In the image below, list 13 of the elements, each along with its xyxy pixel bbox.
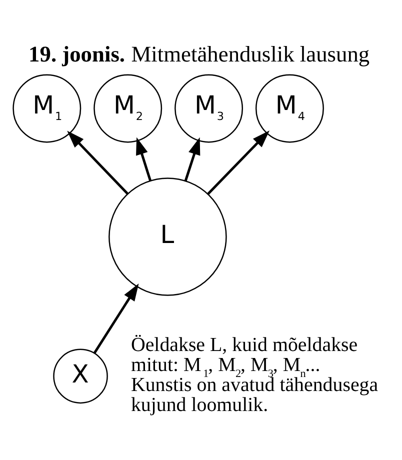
arrow	[136, 136, 152, 181]
node-circle: M$_{3}$	[174, 74, 244, 142]
diagram-title: 19. joonis. Mitmetähenduslik lausung	[28, 41, 370, 66]
node-circle: M$_{4}$	[255, 74, 324, 142]
arrow	[207, 130, 270, 194]
arrow	[93, 282, 139, 354]
node-circle: M$_{1}$	[12, 74, 82, 142]
arrow	[67, 130, 128, 194]
node-circle: L	[108, 177, 227, 296]
label: Öeldakse L, kuid mõeldakse mitut: M$_{1}$, M$_{2}$, M$_{3}$, M$_{n}$... Kunstis on avatud tähendusega kujund loomulik.	[130, 334, 378, 416]
node-circle: M$_{2}$	[94, 74, 162, 142]
arrow	[184, 136, 200, 181]
node-circle: X	[53, 348, 108, 404]
